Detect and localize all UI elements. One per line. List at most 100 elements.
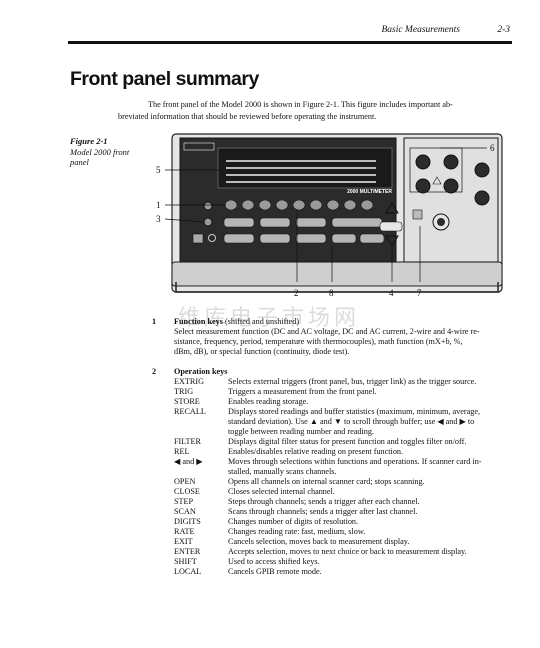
key-description-line: Used to access shifted keys. <box>228 557 320 566</box>
key-description-line: Enables/disables relative reading on pre… <box>228 447 404 456</box>
key-description: Changes number of digits of resolution. <box>228 517 514 527</box>
key-name: RECALL <box>174 407 206 416</box>
key-description-line: Cancels selection, moves back to measure… <box>228 537 410 546</box>
key-name: TRIG <box>174 387 194 396</box>
key-name: REL <box>174 447 190 456</box>
key-description: Triggers a measurement from the front pa… <box>228 387 514 397</box>
key-row: OPEN Opens all channels on internal scann… <box>174 477 514 487</box>
sense-lo-terminal <box>415 178 431 194</box>
item-1-desc-line-3: dBm, dB), or special function (continuit… <box>174 347 350 356</box>
front-panel-item-list: 1 Function keys (shifted and unshifted) … <box>152 317 512 576</box>
key-description-line: toggle between reading number and readin… <box>228 427 374 436</box>
callout-5: 5 <box>156 165 161 175</box>
key-name: ◀ and ▶ <box>174 457 203 466</box>
item-1: 1 Function keys (shifted and unshifted) … <box>152 317 512 367</box>
key-description-line: Steps through channels; sends a trigger … <box>228 497 420 506</box>
key-name: CLOSE <box>174 487 200 496</box>
input-hi-terminal <box>443 154 459 170</box>
item-1-desc-line-1: Select measurement function (DC and AC v… <box>174 327 480 336</box>
key-description-line: Changes number of digits of resolution. <box>228 517 359 526</box>
key-description: Enables reading storage. <box>228 397 514 407</box>
callout-6: 6 <box>490 143 495 153</box>
key-name: OPEN <box>174 477 196 486</box>
key-description-line: Displays digital filter status for prese… <box>228 437 467 446</box>
front-rear-selector <box>474 190 490 206</box>
key-description: Used to access shifted keys. <box>228 557 514 567</box>
key-description-line: Opens all channels on internal scanner c… <box>228 477 425 486</box>
page-title: Front panel summary <box>70 68 259 90</box>
key-description: Changes reading rate: fast, medium, slow… <box>228 527 514 537</box>
key-row: RATE Changes reading rate: fast, medium, … <box>174 527 514 537</box>
key-description: Cancels GPIB remote mode. <box>228 567 514 577</box>
key-description-line: Displays stored readings and buffer stat… <box>228 407 481 416</box>
key-description: Selects external triggers (front panel, … <box>228 377 514 387</box>
key-description: Steps through channels; sends a trigger … <box>228 497 514 507</box>
function-keys-row <box>224 199 374 211</box>
operation-keys-row-1 <box>223 217 383 228</box>
item-1-subtitle: (shifted and unshifted) <box>222 317 300 326</box>
model-label: 2000 MULTIMETER <box>347 189 392 195</box>
item-2-number: 2 <box>152 367 157 376</box>
panel-base <box>171 261 503 287</box>
callout-leaders <box>164 147 487 282</box>
key-name: LOCAL <box>174 567 202 576</box>
key-description-line: standard deviation). Use ▲ and ▼ to scro… <box>228 417 475 426</box>
key-description: Displays digital filter status for prese… <box>228 437 514 447</box>
callout-3: 3 <box>156 214 161 224</box>
key-name: EXIT <box>174 537 193 546</box>
key-row: EXTRIG Selects external triggers (front p… <box>174 377 514 387</box>
key-description-line: Triggers a measurement from the front pa… <box>228 387 377 396</box>
watermark-text: 维库电子市场网 <box>178 306 361 331</box>
key-description-line: Moves through selections within function… <box>228 457 482 466</box>
figure-caption-line-2: panel <box>70 157 89 167</box>
key-description: Cancels selection, moves back to measure… <box>228 537 514 547</box>
shift-button <box>203 201 213 211</box>
item-2-title: Operation keys <box>174 367 228 376</box>
key-name: EXTRIG <box>174 377 205 386</box>
intro-line-1: The front panel of the Model 2000 is sho… <box>148 100 453 109</box>
key-name: ENTER <box>174 547 201 556</box>
key-name: RATE <box>174 527 195 536</box>
range-down-icon <box>385 235 399 247</box>
header-rule <box>68 41 512 44</box>
fuse-holder-inner <box>437 218 445 226</box>
local-button <box>203 217 213 227</box>
power-indicator <box>208 234 216 242</box>
key-description-line: Cancels GPIB remote mode. <box>228 567 322 576</box>
header-page-number: 2-3 <box>497 25 510 35</box>
callout-4: 4 <box>389 288 394 298</box>
item-1-heading: Function keys (shifted and unshifted) <box>174 317 299 327</box>
key-description-line: Closes selected internal channel. <box>228 487 335 496</box>
key-row: CLOSE Closes selected internal channel. <box>174 487 514 497</box>
input-lo-terminal <box>443 178 459 194</box>
item-1-title: Function keys <box>174 317 223 326</box>
power-switch <box>192 233 204 244</box>
key-description: Closes selected internal channel. <box>228 487 514 497</box>
key-description: Scans through channels; sends a trigger … <box>228 507 514 517</box>
sense-box <box>409 147 463 193</box>
key-description: Enables/disables relative reading on pre… <box>228 447 514 457</box>
key-row: REL Enables/disables relative reading on … <box>174 447 514 457</box>
item-1-number: 1 <box>152 317 157 326</box>
key-row: ENTER Accepts selection, moves to next ch… <box>174 547 514 557</box>
header-section-title: Basic Measurements <box>381 25 460 35</box>
operation-key-list: EXTRIG Selects external triggers (front p… <box>174 377 514 577</box>
figure-caption-line-1: Model 2000 front <box>70 146 130 157</box>
key-name: SCAN <box>174 507 196 516</box>
sense-hi-terminal <box>415 154 431 170</box>
range-auto-button <box>379 221 403 232</box>
key-description-line: Selects external triggers (front panel, … <box>228 377 477 386</box>
range-up-icon <box>385 202 399 214</box>
key-row: LOCAL Cancels GPIB remote mode. <box>174 567 514 577</box>
running-header: Basic Measurements 2-3 <box>0 25 540 39</box>
amps-terminal <box>474 162 490 178</box>
intro-line-2: breviated information that should be rev… <box>118 111 377 121</box>
key-description-line: Enables reading storage. <box>228 397 309 406</box>
key-name: FILTER <box>174 437 201 446</box>
key-description-line: Accepts selection, moves to next choice … <box>228 547 467 556</box>
key-description: Moves through selections within function… <box>228 457 514 477</box>
callout-8: 8 <box>329 288 334 298</box>
key-row: RECALL Displays stored readings and buffe… <box>174 407 514 437</box>
